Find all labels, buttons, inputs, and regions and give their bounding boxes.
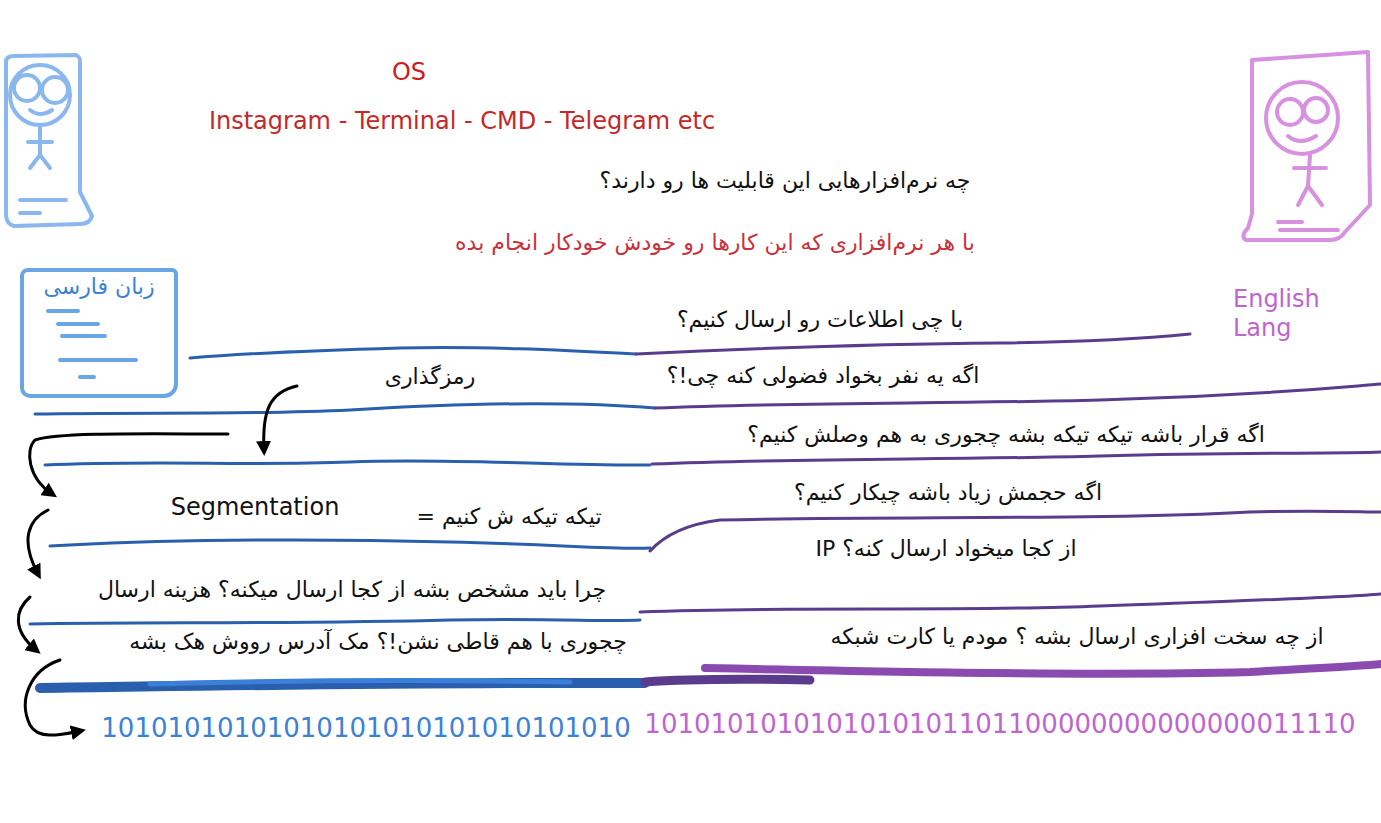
person-figure	[1243, 52, 1370, 240]
question-text: اگه یه نفر بخواد فضولی کنه چی!؟	[667, 363, 980, 389]
question-text: اگه حجمش زیاد باشه چیکار کنیم؟	[794, 480, 1102, 506]
app-list: Instagram - Terminal - CMD - Telegram et…	[209, 107, 715, 136]
person-figure	[6, 55, 92, 226]
question-text: از کجا میخواد ارسال کنه؟ IP	[815, 536, 1076, 562]
physical-line	[40, 664, 1381, 688]
sheet-lines	[48, 311, 136, 377]
question-text: چه نرم‌افزارهایی این قابلیت ها رو دارند؟	[600, 168, 971, 194]
language-sheet: زبان فارسی	[20, 268, 178, 398]
binary-stream: 10101010101010101010101010101010	[101, 713, 630, 744]
layer-name: رمزگذاری	[385, 364, 476, 390]
title-text: OS	[392, 58, 426, 87]
question-text: اگه قرار باشه تیکه تیکه بشه چجوری به هم …	[747, 422, 1265, 448]
node-label: زبان فارسی	[30, 274, 168, 300]
answer-text: با هر نرم‌افزاری که این کارها رو خودش خو…	[455, 230, 975, 256]
question-text: چرا باید مشخص بشه از کجا ارسال میکنه؟ هز…	[98, 577, 606, 603]
flow-arrow	[18, 386, 297, 735]
language-label: English Lang	[1233, 285, 1358, 343]
binary-stream: 1010101010101010101101100000000000000011…	[644, 709, 1355, 740]
layer-note: تیکه تیکه ش کنیم =	[416, 504, 601, 530]
layer-line	[636, 334, 1381, 612]
layer-name: Segmentation	[171, 493, 340, 522]
question-text: با چی اطلاعات رو ارسال کنیم؟	[677, 307, 963, 333]
layer-line	[30, 347, 655, 624]
question-text: چجوری با هم قاطی نشن!؟ مک آدرس رووش هک ب…	[129, 629, 627, 655]
question-text: از چه سخت افزاری ارسال بشه ؟ مودم یا کار…	[830, 624, 1323, 650]
